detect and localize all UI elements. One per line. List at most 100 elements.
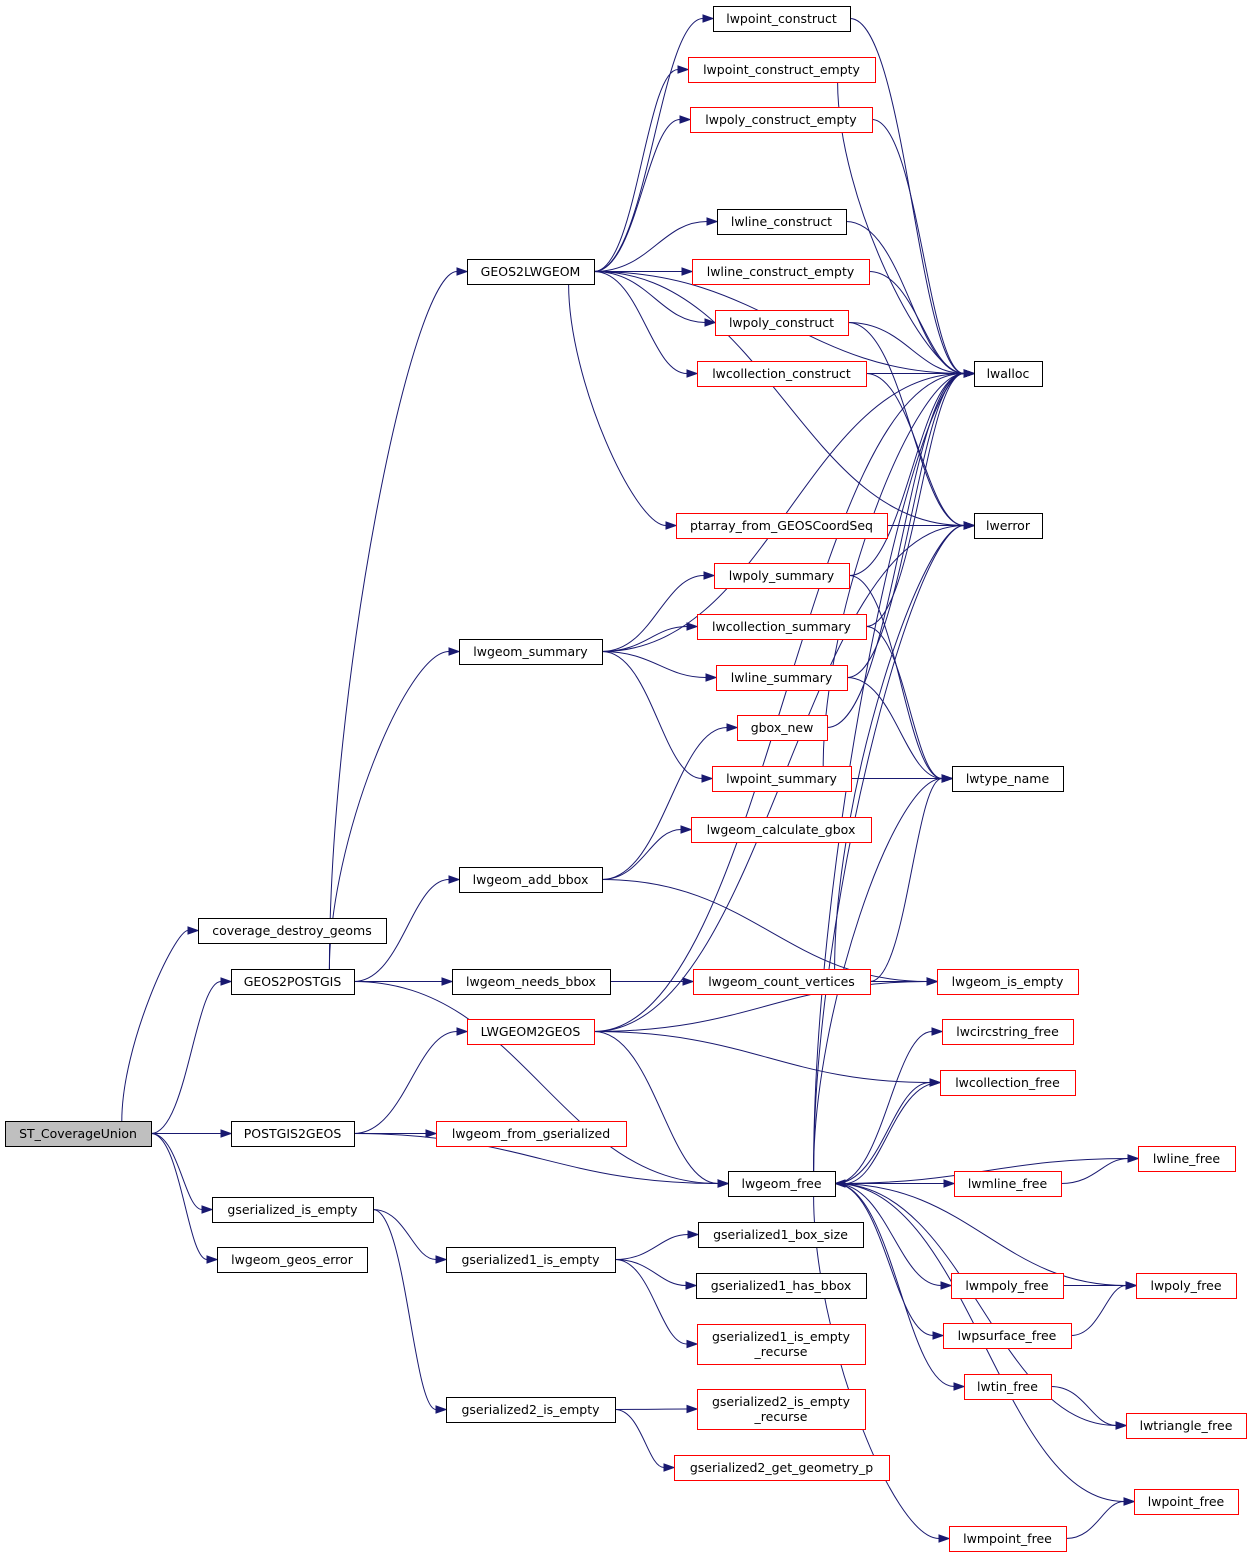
node-label: lwgeom_from_gserialized — [452, 1126, 610, 1141]
node-box — [446, 1397, 616, 1423]
node-lwgeom-geos-error[interactable]: lwgeom_geos_error — [217, 1247, 368, 1273]
node-lwtriangle-free[interactable]: lwtriangle_free — [1126, 1413, 1247, 1439]
node-lwpoint-construct[interactable]: lwpoint_construct — [713, 6, 851, 32]
node-lwgeom-count-vertices[interactable]: lwgeom_count_vertices — [693, 969, 871, 995]
arrowhead-icon — [701, 774, 714, 783]
arrowhead-icon — [686, 369, 699, 378]
node-box — [697, 1389, 866, 1430]
node-box — [697, 361, 867, 387]
edge-lwpsurface-free-to-lwpoly-free — [1070, 1281, 1138, 1336]
node-lwgeom-is-empty[interactable]: lwgeom_is_empty — [937, 969, 1079, 995]
node-box — [231, 969, 355, 995]
node-lwpsurface-free[interactable]: lwpsurface_free — [943, 1323, 1072, 1349]
node-box — [688, 57, 876, 83]
node-lwcircstring-free[interactable]: lwcircstring_free — [942, 1019, 1074, 1045]
node-lwpoint-summary[interactable]: lwpoint_summary — [712, 766, 852, 792]
node-label: lwgeom_count_vertices — [708, 974, 855, 989]
node-box — [949, 1526, 1067, 1552]
node-lwtype-name[interactable]: lwtype_name — [952, 766, 1064, 792]
node-geos2postgis[interactable]: GEOS2POSTGIS — [231, 969, 355, 995]
node-label: gserialized1_is_empty — [712, 1329, 851, 1344]
node-lwpoint-free[interactable]: lwpoint_free — [1134, 1489, 1239, 1515]
node-lwpoly-summary[interactable]: lwpoly_summary — [714, 563, 850, 589]
node-gserialized2-is-empty-recurse[interactable]: gserialized2_is_empty_recurse — [697, 1389, 866, 1430]
arrowhead-icon — [665, 521, 678, 530]
node-label: gserialized1_box_size — [713, 1227, 848, 1242]
edge-lwgeom-free-to-lwcollection-free — [834, 1078, 942, 1184]
node-label: lwgeom_summary — [473, 644, 588, 659]
node-lwpoly-construct[interactable]: lwpoly_construct — [715, 310, 849, 336]
node-lwline-construct[interactable]: lwline_construct — [717, 209, 847, 235]
edge-st-coverageunion-to-coverage-destroy-geoms — [121, 926, 200, 1122]
node-box — [467, 259, 595, 285]
node-lwline-construct-empty[interactable]: lwline_construct_empty — [692, 259, 870, 285]
edge-gserialized1-is-empty-to-gserialized1-box-size — [614, 1230, 700, 1260]
node-lwgeom-summary[interactable]: lwgeom_summary — [459, 639, 603, 665]
edge-line — [834, 1082, 931, 1184]
node-lwpoly-construct-empty[interactable]: lwpoly_construct_empty — [690, 107, 873, 133]
node-lwmline-free[interactable]: lwmline_free — [954, 1171, 1062, 1197]
edge-line — [328, 651, 450, 970]
node-lwcollection-free[interactable]: lwcollection_free — [940, 1070, 1076, 1096]
node-lwpoint-construct-empty[interactable]: lwpoint_construct_empty — [688, 57, 876, 83]
edge-line — [865, 373, 965, 526]
node-box — [1126, 1413, 1247, 1439]
node-gbox-new[interactable]: gbox_new — [737, 715, 828, 741]
node-st-coverageunion[interactable]: ST_CoverageUnion — [5, 1121, 152, 1147]
node-label: GEOS2LWGEOM — [481, 264, 581, 279]
node-label: lwline_summary — [731, 670, 833, 685]
node-gserialized2-get-geometry-p[interactable]: gserialized2_get_geometry_p — [674, 1455, 890, 1481]
node-label: POSTGIS2GEOS — [244, 1126, 342, 1141]
node-label: lwgeom_free — [741, 1176, 821, 1191]
arrowhead-icon — [963, 369, 976, 378]
node-box — [940, 1070, 1076, 1096]
node-label: lwpoly_construct — [729, 315, 834, 330]
node-gserialized2-is-empty[interactable]: gserialized2_is_empty — [446, 1397, 616, 1423]
node-lwalloc[interactable]: lwalloc — [974, 361, 1043, 387]
node-lwtin-free[interactable]: lwtin_free — [964, 1374, 1052, 1400]
node-lwmpoly-free[interactable]: lwmpoly_free — [951, 1273, 1064, 1299]
node-gserialized1-box-size[interactable]: gserialized1_box_size — [698, 1222, 864, 1248]
node-geos2lwgeom[interactable]: GEOS2LWGEOM — [467, 259, 595, 285]
node-box — [696, 1273, 867, 1299]
node-lwcollection-construct[interactable]: lwcollection_construct — [697, 361, 867, 387]
node-box — [452, 969, 611, 995]
node-postgis2geos[interactable]: POSTGIS2GEOS — [231, 1121, 355, 1147]
node-lwgeom-free[interactable]: lwgeom_free — [728, 1171, 836, 1197]
node-gserialized-is-empty[interactable]: gserialized_is_empty — [212, 1197, 374, 1223]
node-lwgeom-calculate-gbox[interactable]: lwgeom_calculate_gbox — [691, 817, 872, 843]
arrowhead-icon — [448, 875, 461, 884]
edge-line — [593, 981, 928, 1032]
edge-lwgeom-free-to-lwerror — [813, 521, 976, 1172]
node-coverage-destroy-geoms[interactable]: coverage_destroy_geoms — [198, 918, 387, 944]
edge-geos2postgis-to-geos2lwgeom — [328, 267, 469, 970]
node-gserialized1-has-bbox[interactable]: gserialized1_has_bbox — [696, 1273, 867, 1299]
node-lwgeom-needs-bbox[interactable]: lwgeom_needs_bbox — [452, 969, 611, 995]
node-gserialized1-is-empty-recurse[interactable]: gserialized1_is_empty_recurse — [697, 1324, 866, 1365]
node-lwmpoint-free[interactable]: lwmpoint_free — [949, 1526, 1067, 1552]
node-lwgeom-from-gserialized[interactable]: lwgeom_from_gserialized — [436, 1121, 627, 1147]
node-box — [436, 1121, 627, 1147]
node-ptarray-from-geoscoordseq[interactable]: ptarray_from_GEOSCoordSeq — [676, 513, 888, 539]
node-label: lwcollection_construct — [712, 366, 851, 381]
node-lwline-free[interactable]: lwline_free — [1138, 1146, 1236, 1172]
node-lwerror[interactable]: lwerror — [974, 513, 1043, 539]
node-box — [459, 867, 603, 893]
arrowhead-icon — [685, 1281, 698, 1290]
edge-line — [1070, 1285, 1127, 1336]
node-gserialized1-is-empty[interactable]: gserialized1_is_empty — [446, 1247, 616, 1273]
node-lwcollection-summary[interactable]: lwcollection_summary — [697, 614, 867, 640]
arrowhead-icon — [686, 1339, 699, 1349]
node-box — [217, 1247, 368, 1273]
edge-line — [614, 1234, 689, 1260]
edge-line — [813, 373, 965, 1172]
edge-gserialized2-is-empty-to-gserialized2-get-geometry-p — [614, 1409, 676, 1472]
node-lwpoly-free[interactable]: lwpoly_free — [1136, 1273, 1237, 1299]
edge-line — [865, 626, 943, 779]
arrowhead-icon — [220, 1129, 233, 1138]
node-box — [1138, 1146, 1236, 1172]
node-lwgeom2geos[interactable]: LWGEOM2GEOS — [467, 1019, 595, 1045]
edge-line — [601, 651, 703, 779]
node-lwline-summary[interactable]: lwline_summary — [716, 665, 848, 691]
node-lwgeom-add-bbox[interactable]: lwgeom_add_bbox — [459, 867, 603, 893]
